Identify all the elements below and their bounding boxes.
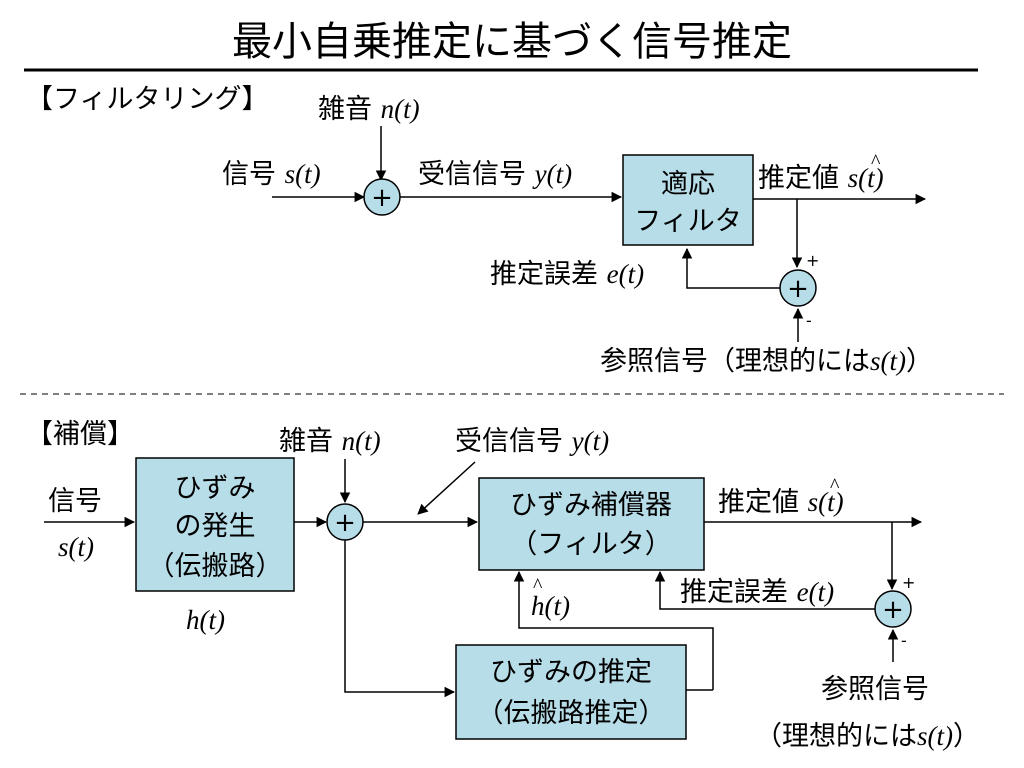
bottom-minus-sign: - [901,631,907,650]
top-sum-node: + [363,178,401,216]
distortion-line3: （伝搬路） [148,551,283,582]
top-estimate-label: 推定値 s(t) [758,163,884,194]
adaptive-filter-line2: フィルタ [634,206,741,237]
estimation-block: ひずみの推定 （伝搬路推定） [455,644,687,740]
bottom-sum-node: + [326,503,364,541]
top-error-label: 推定誤差 e(t) [490,259,644,290]
top-error-sum-node: + [779,269,817,307]
top-received-label: 受信信号 y(t) [418,159,572,190]
adaptive-filter-line1: 適応 [661,169,715,200]
top-reference-label: 参照信号（理想的にはs(t)） [600,346,933,377]
bottom-signal-label: 信号 [48,486,102,517]
bottom-noise-label: 雑音 n(t) [279,426,381,457]
top-minus-sign: - [806,311,812,330]
bottom-sum-symbol: + [334,508,356,538]
h-estimate-symbol: h(t) [531,591,570,621]
top-signal-label: 信号 s(t) [222,159,321,190]
top-noise-label: 雑音 n(t) [318,94,420,125]
bottom-estimate-hat: ^ [830,475,840,497]
bottom-received-label: 受信信号 y(t) [455,426,609,457]
top-error-feedback [681,247,780,289]
bottom-error-label: 推定誤差 e(t) [680,577,834,608]
bottom-received-pointer [417,461,476,515]
compensator-block: ひずみ補償器 （フィルタ） [478,477,705,571]
bottom-error-feedback [654,570,875,610]
bottom-signal-symbol: s(t) [58,532,94,562]
channel-symbol: h(t) [186,605,225,635]
h-estimate-hat: ^ [533,575,543,597]
top-error-sum-symbol: + [787,274,809,304]
bottom-error-sum-node: + [874,590,912,628]
top-estimate-hat: ^ [871,151,881,173]
compensator-line2: （フィルタ） [510,529,671,560]
estimation-line2: （伝搬路推定） [477,698,666,729]
distortion-block: ひずみ の発生 （伝搬路） [135,457,295,592]
adaptive-filter-block: 適応 フィルタ [622,154,754,246]
compensation-section: 【補償】 信号 s(t) ひずみ の発生 （伝搬路） h(t) 雑音 n(t) … [26,419,980,752]
bottom-plus-sign: + [902,573,915,592]
distortion-line2: の発生 [175,511,256,542]
filtering-section-label: 【フィルタリング】 [26,84,268,115]
distortion-line1: ひずみ [175,473,256,504]
estimation-line1: ひずみの推定 [490,657,652,688]
page-title: 最小自乗推定に基づく信号推定 [232,19,792,65]
bottom-error-sum-symbol: + [882,595,904,625]
compensator-line1: ひずみ補償器 [510,490,672,521]
bottom-reference-line2: （理想的にはs(t)） [755,721,980,752]
filtering-section: 【フィルタリング】 雑音 n(t) 信号 s(t) + 受信信号 y(t) 適応… [26,84,933,377]
estimation-input-line [344,540,456,698]
h-estimate-feedback [513,570,714,690]
compensation-section-label: 【補償】 [26,419,134,450]
bottom-reference-line1: 参照信号 [821,674,929,705]
bottom-estimate-label: 推定値 s(t) [718,487,844,518]
top-plus-sign: + [806,251,819,270]
top-sum-symbol: + [371,183,393,213]
